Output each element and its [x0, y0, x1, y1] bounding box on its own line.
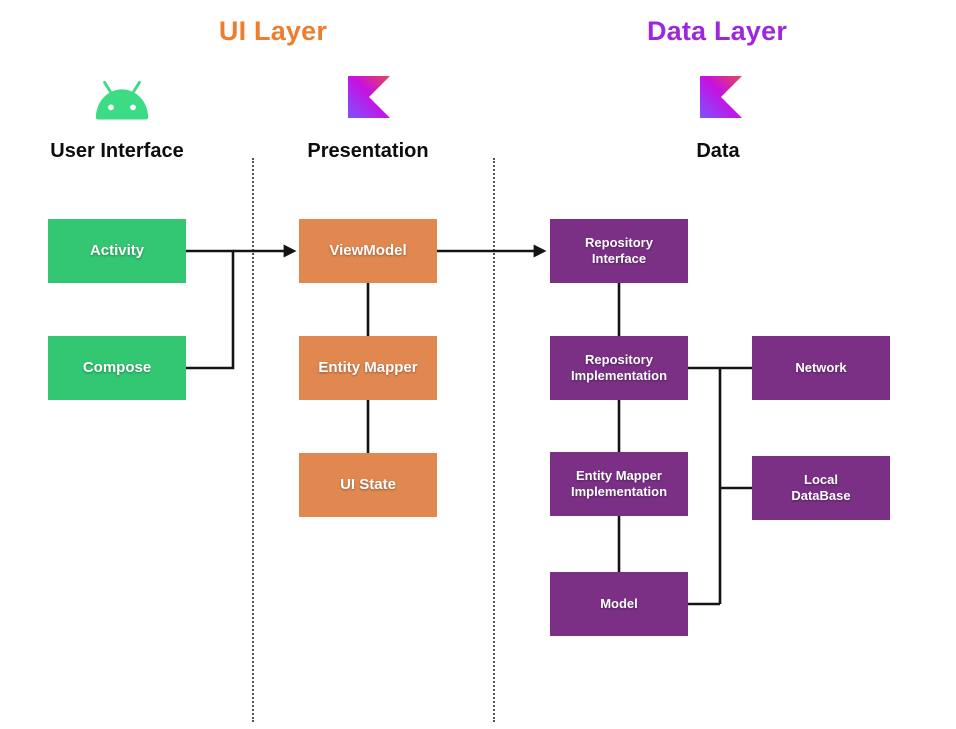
node-model: Model: [550, 572, 688, 636]
node-local-database-label: Local DataBase: [791, 471, 851, 503]
node-repository-interface: Repository Interface: [550, 219, 688, 283]
node-entity-mapper-implementation-label: Entity Mapper Implementation: [570, 467, 668, 499]
node-entity-mapper-implementation: Entity Mapper Implementation: [550, 452, 688, 516]
edge-activity-compose-junction: [186, 249, 235, 370]
node-network: Network: [752, 336, 890, 400]
node-repository-implementation-label: Repository Implementation: [570, 351, 668, 383]
column-label-presentation: Presentation: [307, 140, 429, 162]
node-ui-state: UI State: [299, 453, 437, 517]
node-network-label: Network: [795, 359, 847, 375]
node-ui-state-label: UI State: [340, 475, 396, 493]
ui-layer-title: UI Layer: [218, 16, 328, 46]
node-entity-mapper-label: Entity Mapper: [318, 358, 418, 376]
android-icon: [93, 78, 151, 129]
data-layer-title: Data Layer: [646, 16, 788, 46]
node-activity: Activity: [48, 219, 186, 283]
node-model-label: Model: [600, 595, 638, 611]
node-viewmodel-label: ViewModel: [329, 241, 407, 259]
column-label-data: Data: [696, 140, 740, 162]
node-repository-implementation: Repository Implementation: [550, 336, 688, 400]
separator-presentation-data: [493, 158, 495, 722]
node-local-database: Local DataBase: [752, 456, 890, 520]
node-repository-interface-label: Repository Interface: [585, 234, 653, 266]
node-compose: Compose: [48, 336, 186, 400]
node-compose-label: Compose: [82, 358, 152, 376]
column-label-user-interface: User Interface: [50, 140, 184, 162]
separator-ui-presentation: [252, 158, 254, 722]
node-activity-label: Activity: [89, 241, 145, 259]
node-viewmodel: ViewModel: [299, 219, 437, 283]
node-entity-mapper: Entity Mapper: [299, 336, 437, 400]
